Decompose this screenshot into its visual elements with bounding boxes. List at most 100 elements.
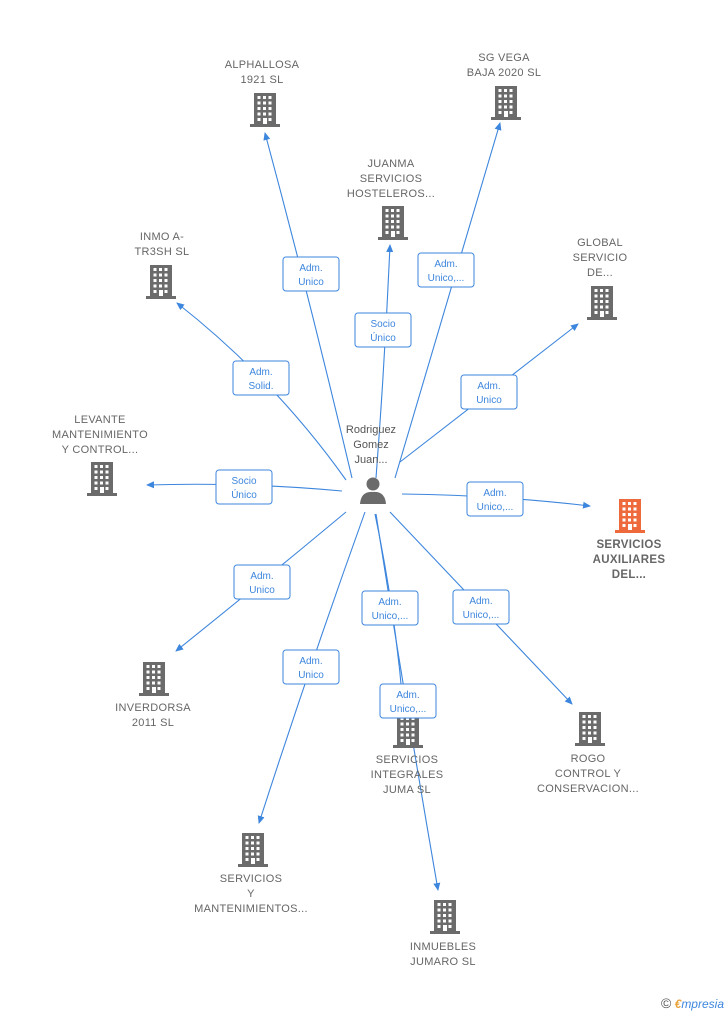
relation-text: Adm. (299, 656, 322, 667)
company-node-servicios-auxiliares[interactable]: SERVICIOS AUXILIARES DEL... (593, 499, 666, 581)
relation-box (215, 469, 273, 505)
building-icon (587, 286, 617, 320)
company-label-line: TR3SH SL (135, 246, 190, 258)
relation-badge-inmo[interactable]: Adm.Solid. (232, 360, 290, 396)
relation-box (361, 590, 419, 626)
company-label-line: MANTENIMIENTO (52, 429, 148, 441)
relation-text: Solid. (248, 381, 273, 392)
company-label-servicios-mantenimientos[interactable]: SERVICIOS Y MANTENIMIENTOS... (194, 873, 308, 915)
company-label-line: GLOBAL (577, 237, 623, 249)
company-label-line: Y (247, 888, 255, 900)
company-node-servicios-mantenimientos[interactable]: SERVICIOS Y MANTENIMIENTOS... (194, 833, 308, 915)
building-icon (575, 712, 605, 746)
relation-box (417, 252, 475, 288)
company-label-line: Y CONTROL... (62, 444, 139, 456)
relation-text: Adm. (396, 690, 419, 701)
relation-badge-inverdorsa[interactable]: Adm. Unico (233, 564, 291, 600)
relation-text: Unico,... (390, 704, 427, 715)
relation-text: Unico (249, 585, 275, 596)
relation-badge-rogo[interactable]: Adm.Unico,... (452, 589, 510, 625)
relation-box (452, 589, 510, 625)
footer-brand: © €mpresia (661, 995, 724, 1011)
relation-text: Unico,... (477, 502, 514, 513)
relation-box (379, 683, 437, 719)
company-label-sg-vega[interactable]: SG VEGA BAJA 2020 SL (467, 52, 542, 79)
relation-badge-servicios-auxiliares[interactable]: Adm. Unico,... (466, 481, 524, 517)
building-icon (250, 93, 280, 127)
relation-badge-alphallosa[interactable]: Adm.Unico (282, 256, 340, 292)
company-label-line: CONSERVACION... (537, 783, 639, 795)
company-label-line: BAJA 2020 SL (467, 67, 542, 79)
edge-alphallosa (263, 132, 353, 479)
relation-text: Adm. (250, 571, 273, 582)
relation-box (282, 256, 340, 292)
building-icon (87, 462, 117, 496)
company-label-line: CONTROL Y (555, 768, 622, 780)
company-node-inmo[interactable]: INMO A-TR3SH SL (135, 231, 190, 299)
company-label-inmo[interactable]: INMO A-TR3SH SL (135, 231, 190, 258)
edge-sg-vega (394, 122, 502, 479)
relation-badge-servicios-integrales[interactable]: Adm.Unico,... (361, 590, 419, 626)
company-label-line: SERVICIOS (360, 173, 422, 185)
edge-juanma (375, 244, 394, 479)
relation-badge-sg-vega[interactable]: Adm.Unico,... (417, 252, 475, 288)
relation-text: Unico (476, 395, 502, 406)
company-label-line: DE... (587, 267, 613, 279)
company-label-servicios-auxiliares[interactable]: SERVICIOS AUXILIARES DEL... (593, 539, 666, 581)
relation-text: Único (231, 488, 257, 501)
building-icon (615, 499, 645, 533)
relation-box (233, 564, 291, 600)
company-label-line: MANTENIMIENTOS... (194, 903, 308, 915)
company-label-line: AUXILIARES (593, 554, 666, 566)
company-label-line: SERVICIOS (220, 873, 282, 885)
relation-text: Adm. (483, 488, 506, 499)
building-icon (139, 662, 169, 696)
relation-box (354, 312, 412, 348)
relation-text: Adm. (378, 597, 401, 608)
relation-badge-servicios-mantenimientos[interactable]: Adm.Unico (282, 649, 340, 685)
relation-badge-global[interactable]: Adm. Unico (460, 374, 518, 410)
company-label-line: INTEGRALES (371, 769, 444, 781)
company-node-global[interactable]: GLOBAL SERVICIO DE... (573, 237, 628, 320)
relation-badge-inmuebles[interactable]: Adm. Unico,... (379, 683, 437, 719)
relation-text: Socio (231, 476, 256, 487)
building-icon (378, 206, 408, 240)
company-label-line: SG VEGA (478, 52, 530, 64)
company-label-line: SERVICIOS (376, 754, 438, 766)
company-label-line: JUANMA (367, 158, 414, 170)
person-icon (360, 477, 386, 504)
relation-text: Adm. (477, 381, 500, 392)
company-label-line: JUMARO SL (410, 956, 476, 968)
relation-text: Adm. (469, 596, 492, 607)
company-label-line: SERVICIOS (596, 539, 661, 551)
brand-name: mpresia (681, 997, 724, 1011)
company-label-global[interactable]: GLOBAL SERVICIO DE... (573, 237, 628, 279)
building-icon (238, 833, 268, 867)
company-label-line: DEL... (612, 569, 646, 581)
company-label-line: SERVICIO (573, 252, 628, 264)
relation-text: Socio (370, 319, 395, 330)
building-icon (393, 714, 423, 748)
person-label-line: Juan... (354, 454, 387, 466)
company-node-sg-vega[interactable]: SG VEGA BAJA 2020 SL (467, 52, 542, 120)
person-label-line: Rodriguez (346, 424, 396, 436)
